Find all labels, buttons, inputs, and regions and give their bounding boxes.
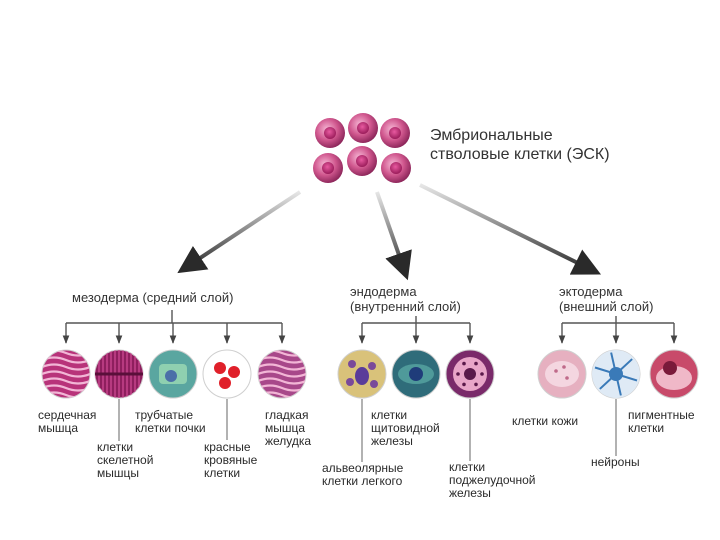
cell-label-skeletal-muscle: клетки скелетной мышцы: [97, 440, 154, 480]
pigment-cell: [649, 349, 699, 399]
stem-cell: [313, 153, 343, 183]
red-blood-cell: [202, 349, 252, 399]
cell-label-red-blood: красные кровяные клетки: [204, 440, 258, 480]
layer-label-mesoderm: мезодерма (средний слой): [72, 290, 234, 305]
cell-label-pancreatic: клетки поджелудочной железы: [449, 460, 536, 500]
stem-cell: [347, 146, 377, 176]
cell-label-thyroid: клетки щитовидной железы: [371, 408, 440, 448]
layer-label-endoderm: эндодерма (внутренний слой): [350, 284, 461, 314]
kidney-tubule-cell: [148, 349, 198, 399]
cardiac-muscle-cell: [41, 349, 91, 399]
cell-label-skin: клетки кожи: [512, 414, 579, 428]
skin-cell: [537, 349, 587, 399]
arrow-to-endoderm: [375, 191, 412, 281]
cell-label-smooth-muscle: гладкая мышца желудка: [265, 408, 312, 448]
pancreatic-cell: [445, 349, 495, 399]
bracket-mesoderm: [62, 310, 286, 344]
neuron-cell: [591, 349, 641, 399]
cell-label-pigment: пигментные клетки: [628, 408, 695, 435]
main-arrows: [177, 183, 602, 281]
stem-cell: [348, 113, 378, 143]
cell-label-lung-alveolar: альвеолярные клетки легкого: [322, 461, 404, 488]
cell-label-cardiac-muscle: сердечная мышца: [38, 408, 97, 435]
stem-cell: [380, 118, 410, 148]
thyroid-cell: [391, 349, 441, 399]
layer-label-ectoderm: эктодерма (внешний слой): [559, 284, 654, 314]
stem-cell: [381, 153, 411, 183]
cell-label-neurons: нейроны: [591, 455, 640, 469]
bracket-endoderm: [358, 316, 474, 344]
bracket-ectoderm: [558, 316, 678, 344]
cell-label-kidney-tubule: трубчатые клетки почки: [135, 408, 206, 435]
stem-cell-cluster: [313, 113, 411, 183]
arrow-to-ectoderm: [419, 183, 602, 275]
arrow-to-mesoderm: [177, 190, 302, 274]
stem-cells-title: Эмбриональные стволовые клетки (ЭСК): [430, 127, 610, 163]
leader-lines: [118, 399, 617, 462]
differentiated-cells: [41, 349, 699, 399]
smooth-muscle-cell: [257, 349, 307, 399]
lung-alveolar-cell: [337, 349, 387, 399]
stem-cell: [315, 118, 345, 148]
skeletal-muscle-cell: [94, 349, 144, 399]
